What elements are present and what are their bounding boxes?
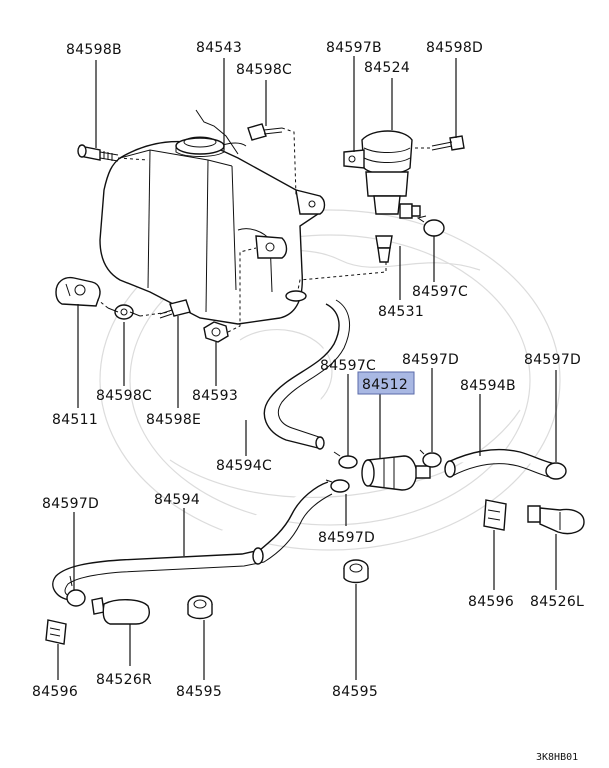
diagram-code: 3K8HB01 [536,752,578,763]
label-84598C-left: 84598C [96,388,152,404]
label-84595-right: 84595 [332,684,378,700]
clamp-84597D-bottom [325,479,350,493]
label-84598B-top: 84598B [66,42,122,58]
bracket-84511 [55,276,101,307]
bolt-84598C-left [107,304,141,320]
nozzle-84526R [91,597,150,625]
bolt-84598B [77,144,119,162]
dashed-guides [97,127,430,333]
label-84598C-top: 84598C [236,62,292,78]
hose-84594C [263,299,351,450]
check-valve-84512 [361,455,431,491]
label-84594: 84594 [154,492,200,508]
label-84593: 84593 [192,388,238,404]
label-84511: 84511 [52,412,98,428]
grommet-84595-left [187,595,213,620]
label-84597D-mid: 84597D [402,352,459,368]
label-84594B: 84594B [460,378,516,394]
label-84543: 84543 [196,40,242,56]
clamp-84597D-left [66,575,86,607]
connector-84531 [375,235,393,263]
bolt-84598C-top [247,123,283,141]
label-84531: 84531 [378,304,424,320]
hose-84594 [52,481,333,601]
label-84597C-right: 84597C [412,284,468,300]
hose-84594B [444,448,567,480]
label-84597D-left: 84597D [42,496,99,512]
grommet-84595-right [343,559,369,584]
clamp-84597D-mid [419,449,442,468]
label-84596-left: 84596 [32,684,78,700]
vacuum-valve-84524 [343,130,421,219]
bracket-84596-left [45,619,67,645]
bolt-84598D [431,135,465,151]
label-84594C: 84594C [216,458,272,474]
label-84596-right: 84596 [468,594,514,610]
label-84598E: 84598E [146,412,201,428]
label-84597D-bottom: 84597D [318,530,375,546]
label-84597D-right: 84597D [524,352,581,368]
highlight-84512 [357,371,415,395]
label-84512: 84512 [362,377,408,393]
reservoir-tank [99,109,326,325]
label-84598D: 84598D [426,40,483,56]
nozzle-84526L [527,505,585,535]
bracket-84596-right [483,499,507,531]
bolt-84598E [159,299,191,319]
part-labels: 84598B 84543 84598C 84597B 84524 84598D … [32,40,584,700]
label-84526R: 84526R [96,672,152,688]
label-84526L: 84526L [530,594,584,610]
label-84595-left: 84595 [176,684,222,700]
leader-lines [57,56,557,680]
label-84597C-mid: 84597C [320,358,376,374]
nut-84593 [203,321,229,343]
label-84524: 84524 [364,60,410,76]
label-84597B: 84597B [326,40,382,56]
